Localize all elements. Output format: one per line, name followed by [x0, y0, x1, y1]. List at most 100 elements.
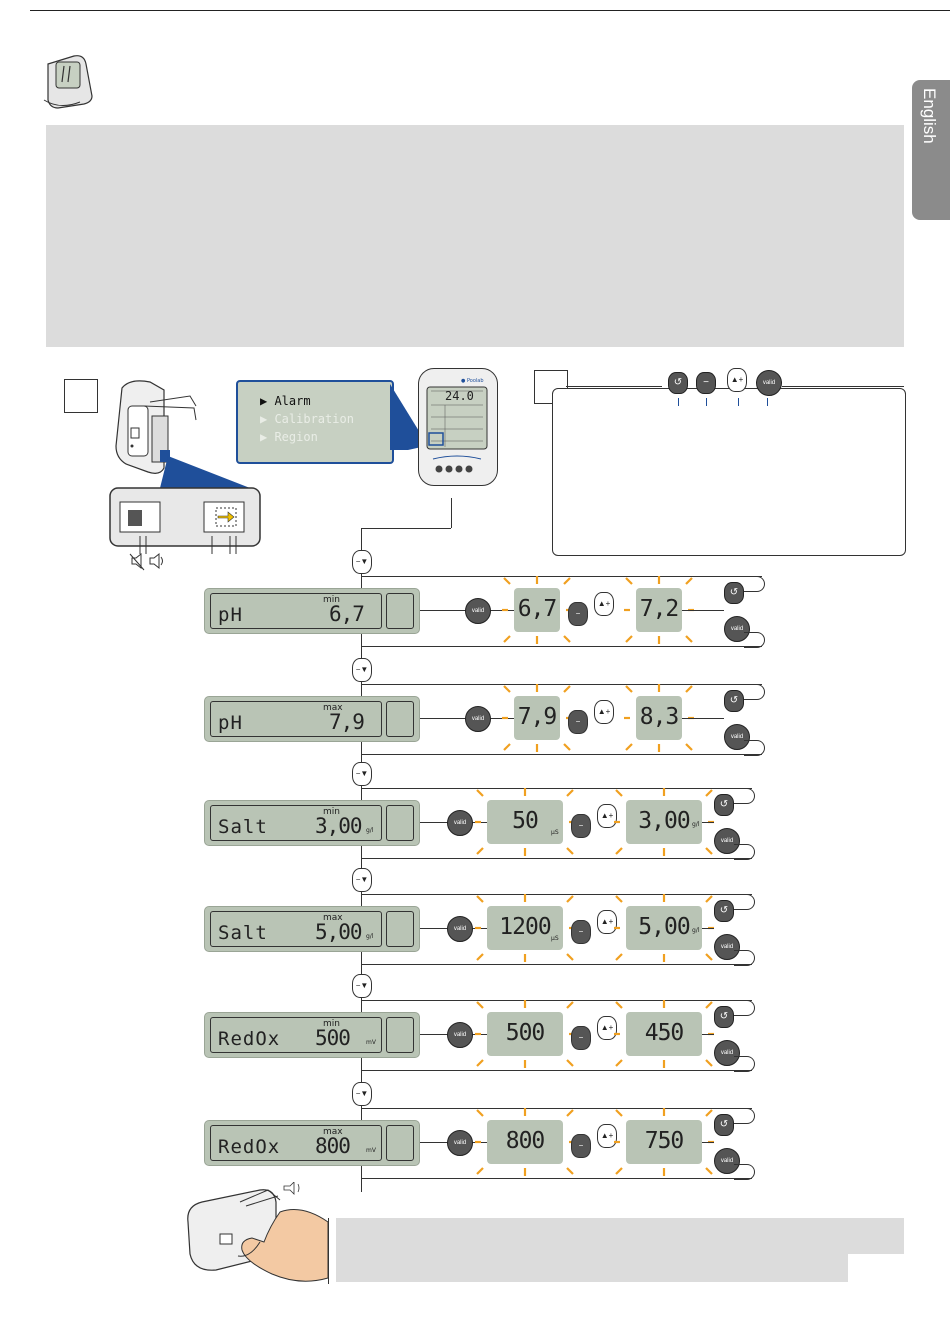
language-label: English	[920, 88, 939, 144]
limit-value: 5,00	[315, 920, 363, 944]
plus-button[interactable]: ▲+	[594, 700, 614, 724]
plus-button[interactable]: ▲+	[727, 368, 747, 392]
parameter-name: pH	[218, 712, 243, 734]
minus-button[interactable]: −	[696, 372, 716, 394]
exit-curve	[734, 1056, 755, 1072]
device-front: ● Poolab 24.0	[418, 368, 498, 486]
lcd-status-icon	[386, 1017, 414, 1053]
limit-value: 500	[315, 1026, 351, 1050]
plus-button[interactable]: ▲+	[597, 910, 617, 934]
blink-indicator-icon	[475, 1108, 575, 1176]
back-button[interactable]: ↺	[714, 794, 734, 816]
edit-display-right: 7,2	[636, 588, 682, 632]
plus-button[interactable]: ▲+	[597, 1124, 617, 1148]
minus-button[interactable]: −	[568, 710, 588, 734]
plus-button[interactable]: ▲+	[597, 804, 617, 828]
legend-tick	[678, 398, 679, 406]
valid-button[interactable]: valid	[447, 916, 473, 942]
parameter-name: RedOx	[218, 1028, 281, 1050]
legend-tick	[706, 398, 707, 406]
hand-pressing-reset-illustration	[187, 1182, 329, 1282]
parameter-name: pH	[218, 604, 243, 626]
valid-button[interactable]: valid	[465, 706, 491, 732]
row-connector	[682, 610, 724, 611]
menu-item-alarm[interactable]: ▶ Alarm	[260, 394, 311, 408]
minus-button[interactable]: −	[568, 602, 588, 626]
edit-value-right: 750	[644, 1128, 685, 1154]
minus-button[interactable]: −▼	[352, 550, 372, 574]
minus-button[interactable]: −▼	[352, 1082, 372, 1106]
back-button[interactable]: ↺	[668, 372, 688, 394]
exit-curve	[734, 950, 755, 966]
bottom-note-notch	[848, 1254, 904, 1284]
valid-button[interactable]: valid	[447, 1130, 473, 1156]
edit-display-left: 6,7	[514, 588, 560, 632]
minus-button[interactable]: −	[571, 1134, 591, 1158]
exit-line	[362, 964, 752, 965]
valid-button[interactable]: valid	[756, 370, 782, 396]
return-line	[362, 576, 762, 577]
mute-speaker-icon	[129, 552, 163, 571]
return-curve	[734, 1108, 755, 1124]
valid-button[interactable]: valid	[447, 810, 473, 836]
back-button[interactable]: ↺	[724, 582, 744, 604]
minus-button[interactable]: −▼	[352, 658, 372, 682]
minus-button[interactable]: −▼	[352, 868, 372, 892]
edit-display-right: 8,3	[636, 696, 682, 740]
minus-button[interactable]: −▼	[352, 762, 372, 786]
exit-line	[362, 858, 752, 859]
minus-button[interactable]: −	[571, 1026, 591, 1050]
limit-unit: mV	[366, 1147, 376, 1154]
edit-display-left: 7,9	[514, 696, 560, 740]
edit-value-left: 1200	[499, 914, 551, 940]
device-thumbnail-icon	[43, 55, 93, 109]
back-button[interactable]: ↺	[714, 900, 734, 922]
bottom-note-panel	[336, 1218, 904, 1282]
blink-indicator-icon	[502, 684, 572, 752]
edit-unit-right: g/l	[692, 927, 700, 934]
limit-value: 800	[315, 1134, 351, 1158]
menu-item-calibration[interactable]: ▶ Calibration	[260, 412, 354, 426]
plus-button[interactable]: ▲+	[597, 1016, 617, 1040]
limit-unit: g/l	[366, 827, 374, 834]
language-tab[interactable]: English	[912, 80, 950, 220]
minus-button[interactable]: −	[571, 920, 591, 944]
edit-display-left: 800	[487, 1120, 563, 1164]
exit-line	[362, 754, 762, 755]
valid-button[interactable]: valid	[714, 1040, 740, 1066]
back-button[interactable]: ↺	[714, 1114, 734, 1136]
top-rule	[30, 10, 950, 11]
device-reading: 24.0	[445, 389, 474, 403]
edit-value-left: 6,7	[517, 596, 558, 622]
menu-item-region[interactable]: ▶ Region	[260, 430, 318, 444]
minus-button[interactable]: −▼	[352, 974, 372, 998]
valid-button[interactable]: valid	[447, 1022, 473, 1048]
step-number-box-1	[64, 379, 98, 413]
lcd-status-icon	[386, 593, 414, 629]
blink-indicator-icon	[502, 576, 572, 644]
limit-value: 7,9	[329, 710, 365, 734]
blink-indicator-icon	[614, 894, 714, 962]
valid-button[interactable]: valid	[465, 598, 491, 624]
return-curve	[734, 894, 755, 910]
return-line	[362, 894, 752, 895]
edit-display-left: 500	[487, 1012, 563, 1056]
back-button[interactable]: ↺	[724, 690, 744, 712]
edit-display-right: 450	[626, 1012, 702, 1056]
return-line	[362, 684, 762, 685]
valid-button[interactable]: valid	[724, 616, 750, 642]
lcd-status-icon	[386, 1125, 414, 1161]
limit-type-label: max	[323, 703, 343, 713]
back-button[interactable]: ↺	[714, 1006, 734, 1028]
minus-button[interactable]: −	[571, 814, 591, 838]
plus-button[interactable]: ▲+	[594, 592, 614, 616]
